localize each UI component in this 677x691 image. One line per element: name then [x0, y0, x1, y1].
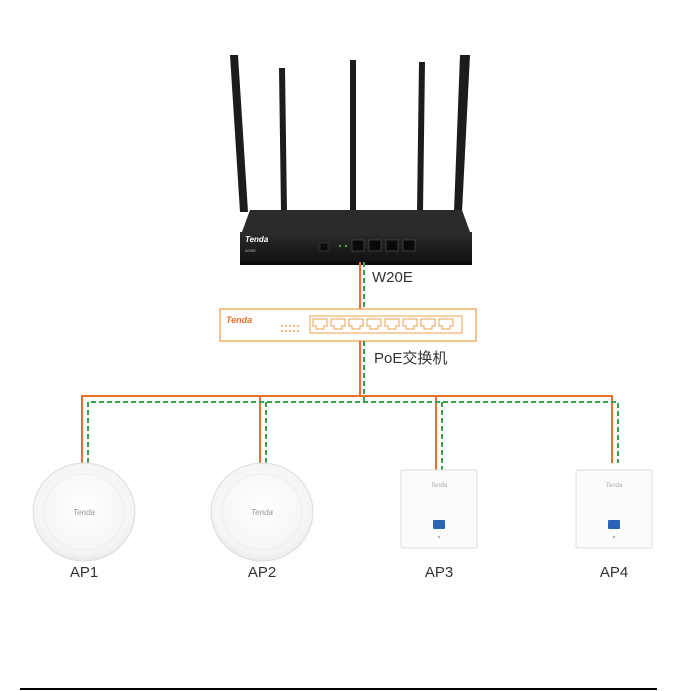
router-switch-cable	[359, 262, 365, 309]
ap3-label: AP3	[425, 564, 453, 581]
router-brand-logo: Tenda	[245, 235, 269, 244]
ap3-device: Tenda	[400, 469, 478, 549]
switch-brand-logo: Tenda	[226, 315, 252, 325]
poe-switch: Tenda	[219, 308, 477, 342]
ap2-device: Tenda	[210, 462, 314, 562]
router-antennas	[230, 55, 470, 212]
ap4-ethernet-port	[608, 520, 620, 529]
ap2-label: AP2	[248, 564, 276, 581]
ap3-ethernet-port	[433, 520, 445, 529]
ap1-brand-logo: Tenda	[73, 508, 96, 517]
ap4-brand-logo: Tenda	[606, 483, 623, 489]
router-label: W20E	[372, 269, 413, 286]
router-ports	[338, 239, 416, 252]
ap2-brand-logo: Tenda	[251, 508, 274, 517]
switch-ap-cables	[81, 341, 619, 470]
ap4-label: AP4	[600, 564, 628, 581]
bottom-divider	[20, 688, 657, 690]
router: Tenda W20E	[230, 55, 472, 265]
ap1-device: Tenda	[32, 462, 136, 562]
ap3-brand-logo: Tenda	[431, 483, 448, 489]
ap1-label: AP1	[70, 564, 98, 581]
switch-ports	[309, 315, 463, 334]
switch-status-leds	[281, 325, 299, 332]
router-model-text: W20E	[245, 248, 256, 253]
ap4-device: Tenda	[575, 469, 653, 549]
switch-label: PoE交换机	[374, 349, 447, 367]
